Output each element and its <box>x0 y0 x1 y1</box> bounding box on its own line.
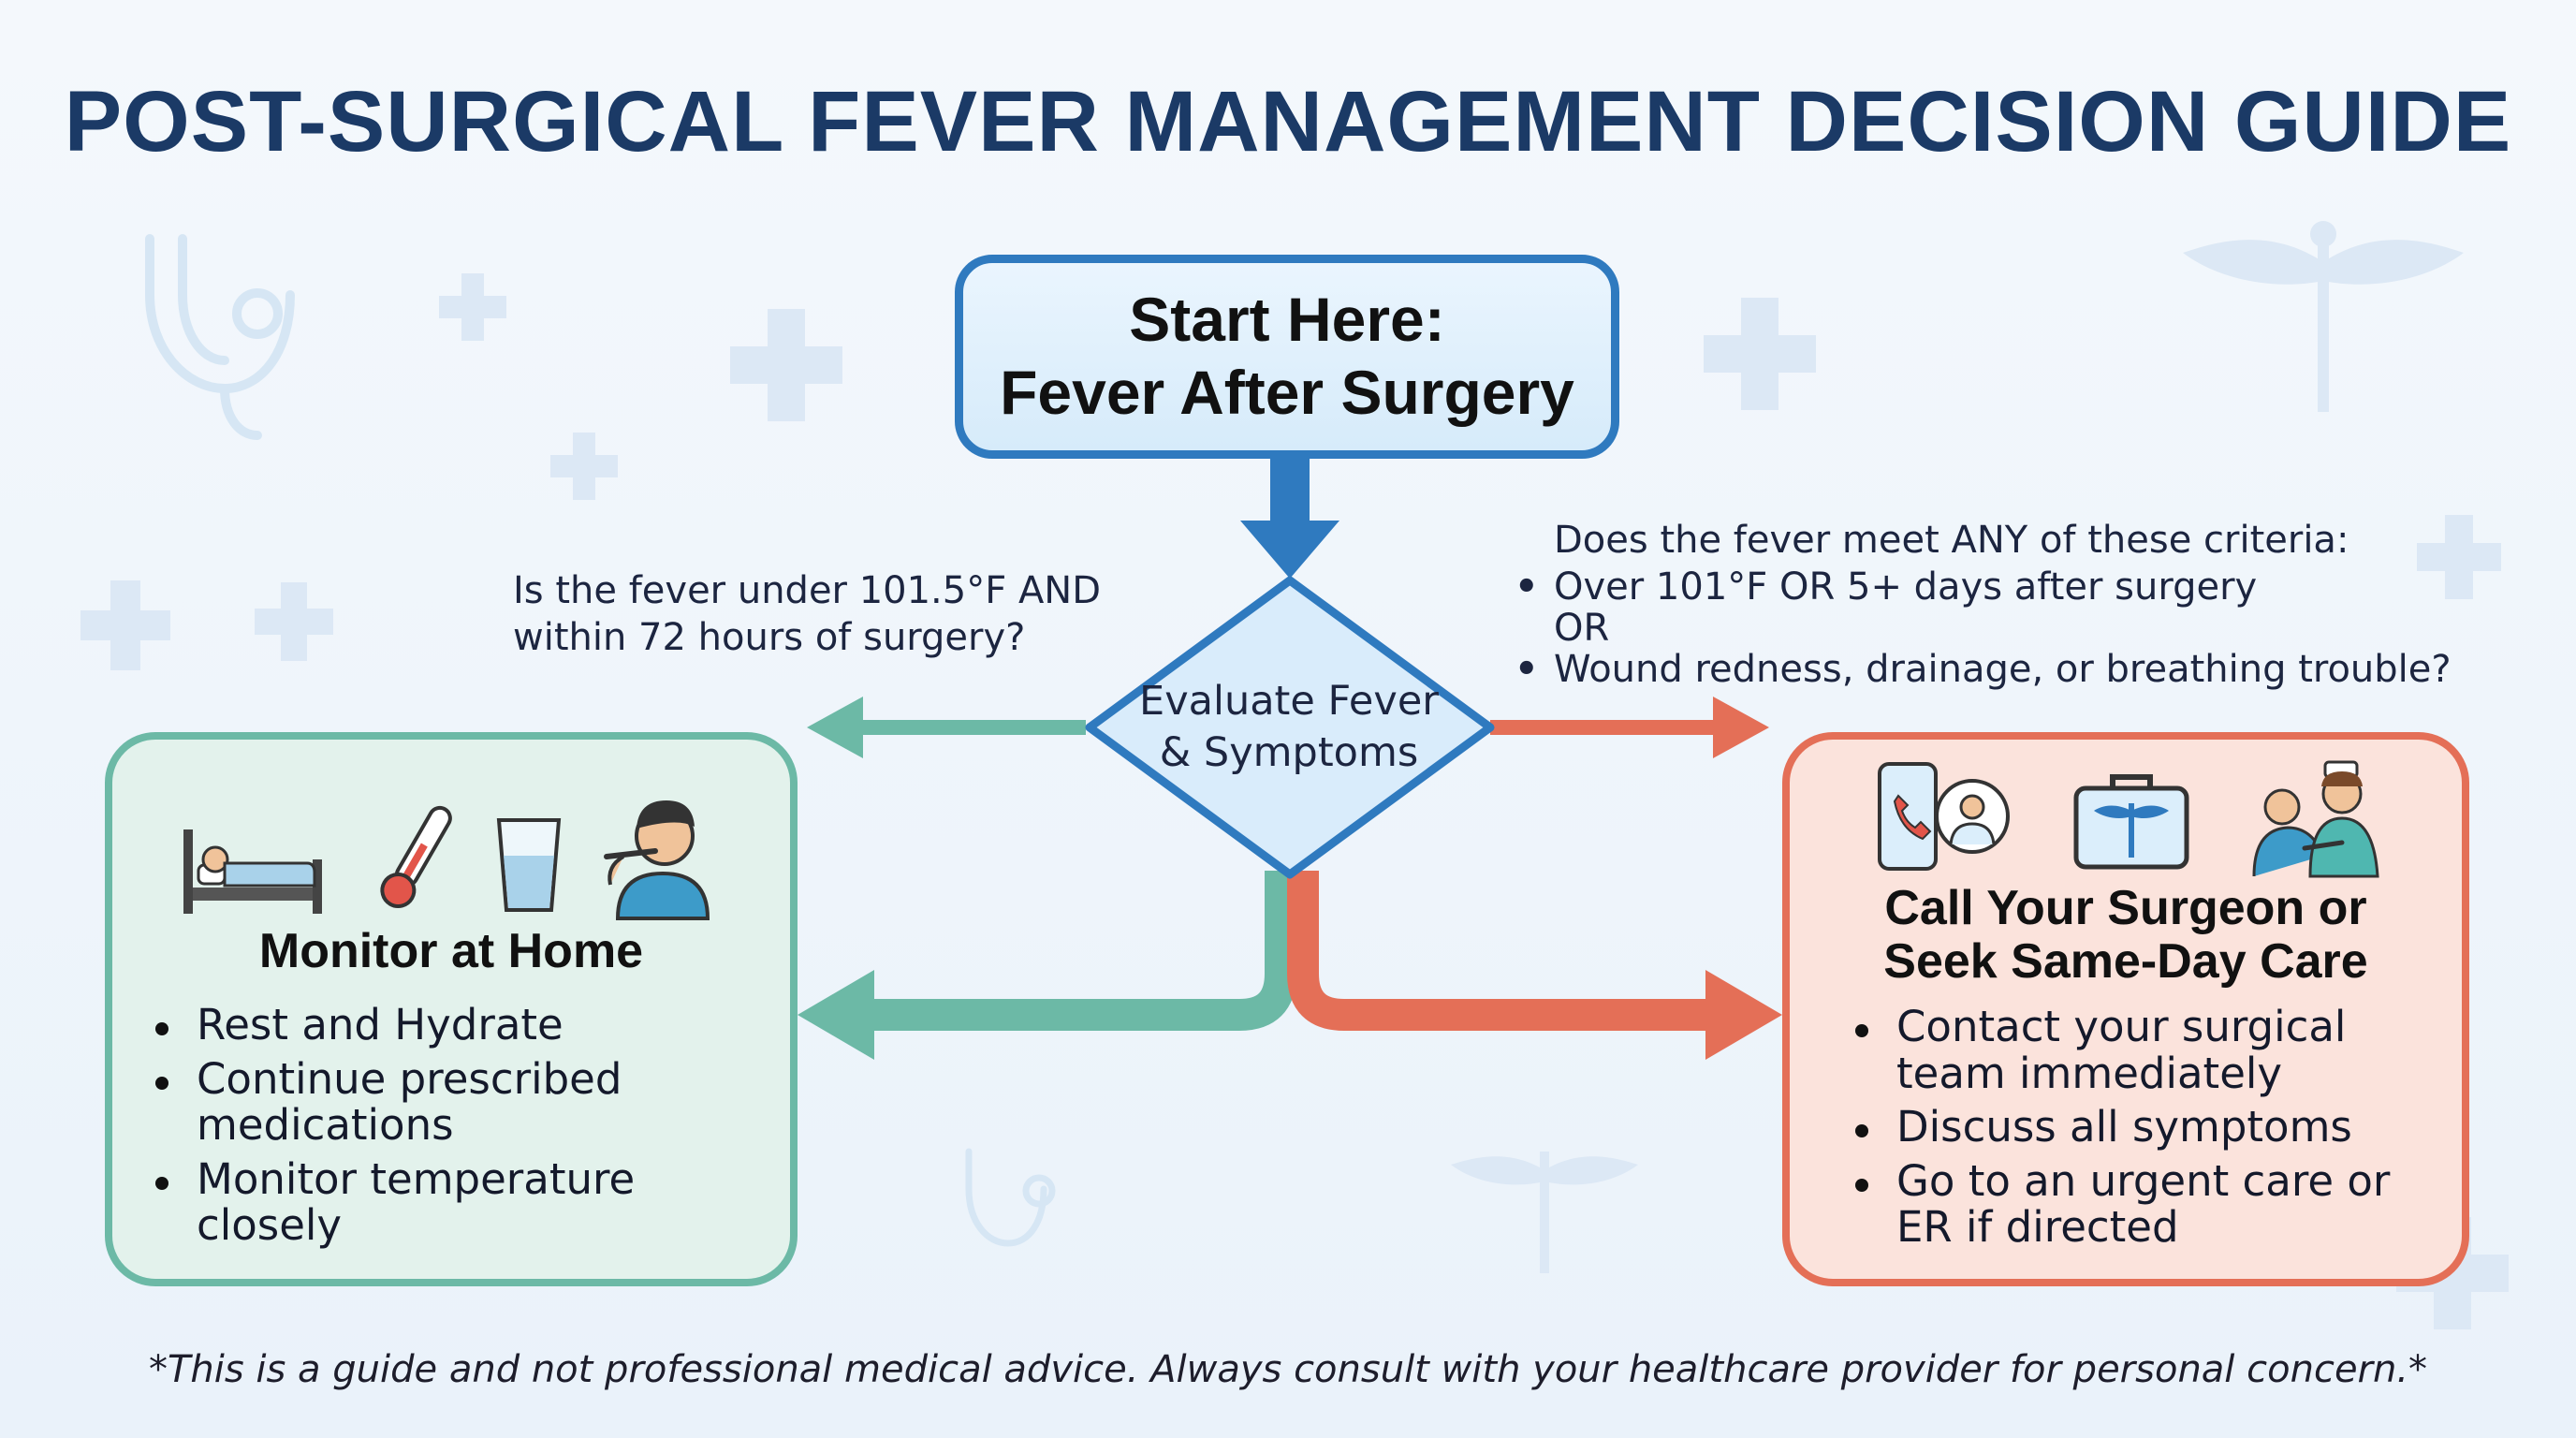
list-item: Discuss all symptoms <box>1850 1104 2430 1151</box>
right-question-intro: Does the fever meet ANY of these criteri… <box>1554 519 2349 562</box>
list-item: Contact your surgical team immediately <box>1850 1004 2430 1096</box>
list-item: Go to an urgent care or ER if directed <box>1850 1157 2430 1251</box>
stethoscope-icon <box>145 234 295 440</box>
criterion-1: • Over 101°F OR 5+ days after surgery <box>1515 564 2490 610</box>
bullet-dot: • <box>1515 648 1539 691</box>
medical-bag-icon <box>2073 774 2189 870</box>
list-item: Monitor temperature closely <box>150 1155 768 1249</box>
criterion-2: • Wound redness, drainage, or breathing … <box>1515 646 2490 693</box>
monitor-at-home-panel: Monitor at Home Rest and Hydrate Continu… <box>105 732 798 1286</box>
stethoscope-icon <box>965 1148 1056 1247</box>
list-item: Rest and Hydrate <box>150 1002 768 1049</box>
criterion-1-text: Over 101°F OR 5+ days after surgery <box>1554 565 2258 609</box>
care-title-line-1: Call Your Surgeon or <box>1884 881 2367 935</box>
right-condition-question: Does the fever meet ANY of these criteri… <box>1515 517 2490 693</box>
left-arrow-lower <box>798 871 1296 1060</box>
right-arrow-upper <box>1490 697 1769 758</box>
phone-doctor-icon <box>1878 762 2010 871</box>
call-surgeon-panel: Call Your Surgeon or Seek Same-Day Care … <box>1782 732 2469 1286</box>
disclaimer: *This is a guide and not professional me… <box>148 1348 2428 1391</box>
start-line-1: Start Here: <box>1129 285 1445 355</box>
start-line-2: Fever After Surgery <box>1000 358 1574 427</box>
care-panel-title: Call Your Surgeon or Seek Same-Day Care <box>1790 881 2462 990</box>
water-glass-icon <box>496 818 562 912</box>
decision-label: Evaluate Fever & Symptoms <box>1097 676 1481 779</box>
decision-line-2: & Symptoms <box>1159 729 1419 777</box>
criterion-2-text: Wound redness, drainage, or breathing tr… <box>1554 648 2452 691</box>
plus-icon <box>439 273 506 341</box>
plus-icon <box>80 580 170 670</box>
right-arrow-lower <box>1287 871 1782 1060</box>
home-panel-title: Monitor at Home <box>258 924 644 978</box>
caduceus-icon <box>1451 1152 1638 1273</box>
nurse-patient-icon <box>2252 760 2379 878</box>
page-title: POST-SURGICAL FEVER MANAGEMENT DECISION … <box>64 74 2512 169</box>
care-title-line-2: Seek Same-Day Care <box>1883 934 2368 990</box>
plus-icon <box>255 582 333 661</box>
or-label: OR <box>1554 607 1610 650</box>
plus-icon <box>1704 298 1816 410</box>
bed-rest-icon <box>183 829 322 914</box>
home-list: Rest and Hydrate Continue prescribed med… <box>150 1002 768 1256</box>
plus-icon <box>730 309 842 421</box>
thermometer-icon <box>380 805 452 909</box>
start-node: Start Here: Fever After Surgery <box>955 255 1619 459</box>
left-condition-question: Is the fever under 101.5°F AND within 72… <box>513 567 1112 661</box>
plus-icon <box>2417 515 2501 599</box>
left-question-line-2: within 72 hours of surgery? <box>513 616 1026 659</box>
down-arrow <box>1240 459 1339 579</box>
list-item: Continue prescribed medications <box>150 1055 768 1149</box>
person-thermometer-icon <box>604 800 710 920</box>
caduceus-icon <box>2183 221 2464 412</box>
care-list: Contact your surgical team immediately D… <box>1850 1004 2430 1258</box>
bullet-dot: • <box>1515 565 1539 609</box>
decision-line-1: Evaluate Fever <box>1139 678 1439 725</box>
left-question-line-1: Is the fever under 101.5°F AND <box>513 569 1102 612</box>
plus-icon <box>550 433 618 500</box>
decision-diamond <box>1085 576 1495 879</box>
left-arrow-upper <box>807 697 1086 758</box>
